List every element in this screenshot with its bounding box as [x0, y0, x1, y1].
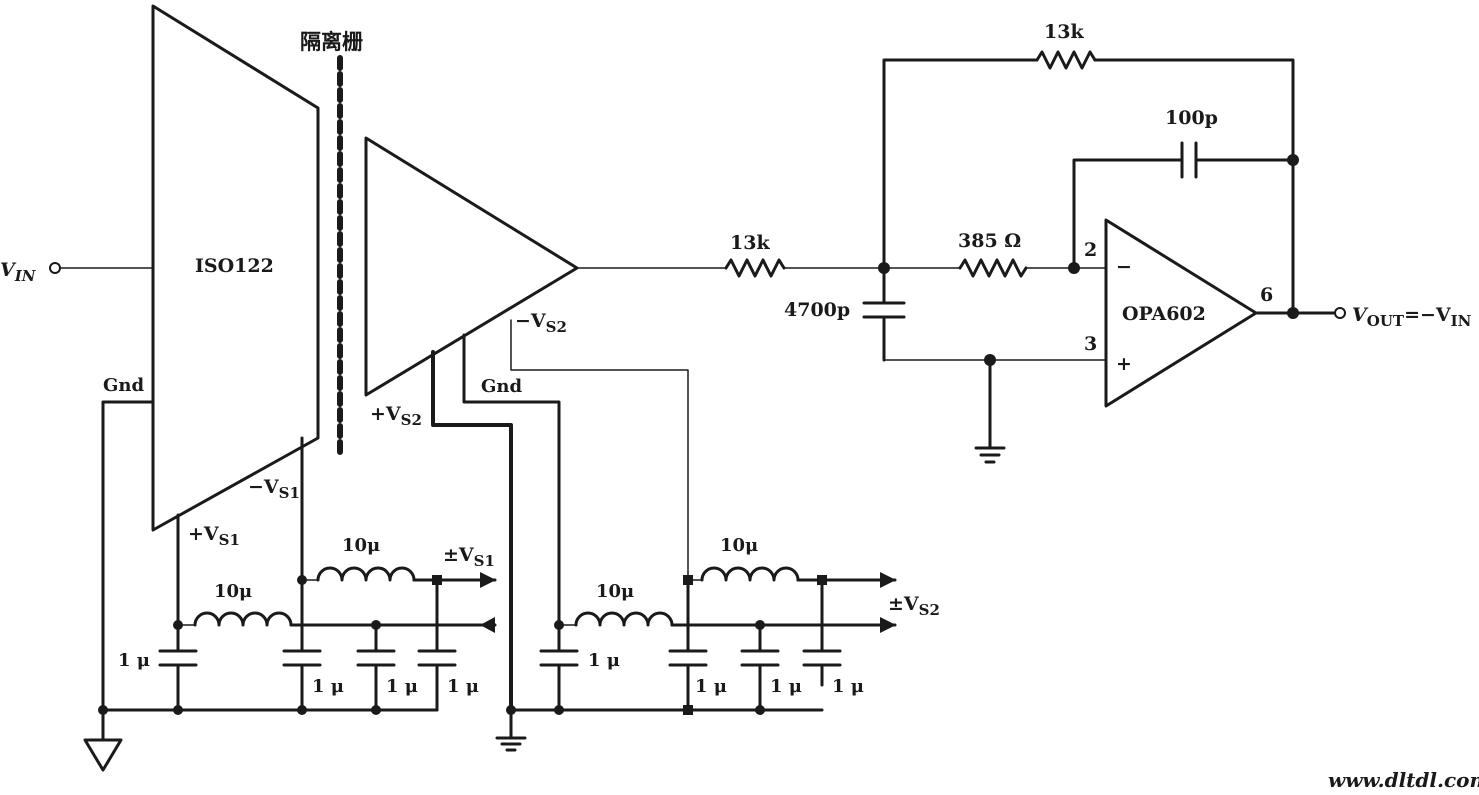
c2-capacitor — [282, 578, 322, 712]
c-4700p-label: 4700p — [784, 299, 850, 321]
opa602-label: OPA602 — [1122, 303, 1206, 325]
junction-dots-2 — [506, 575, 827, 715]
arrow-vs2-low-icon — [880, 617, 896, 633]
iso122-label: ISO122 — [195, 255, 274, 277]
inductor-1 — [193, 611, 293, 627]
c7-label: 1 μ — [770, 676, 802, 697]
pin6-label: 6 — [1260, 284, 1273, 306]
c5-capacitor — [539, 623, 579, 712]
arrow-vs1-high-icon — [480, 572, 496, 588]
c-100p-label: 100p — [1165, 107, 1218, 129]
vs2-minus-label: −VS2 — [515, 310, 567, 336]
gnd1-label: Gnd — [103, 375, 144, 396]
l2-label: 10μ — [342, 535, 380, 556]
c1-capacitor — [158, 623, 198, 712]
c5-label: 1 μ — [588, 650, 620, 671]
c8-label: 1 μ — [832, 676, 864, 697]
vout-terminal — [1334, 307, 1346, 319]
r-feedback-label: 13k — [1044, 21, 1084, 43]
vs2-plus-wire — [431, 350, 513, 712]
c4-capacitor — [417, 578, 457, 712]
feedback-right-wire — [1093, 58, 1295, 315]
r-input-label: 13k — [730, 232, 770, 254]
c8-capacitor — [802, 578, 842, 687]
pm-vs1-label: ±VS1 — [443, 544, 495, 570]
gnd2-wire — [462, 333, 561, 627]
vs1-plus-label: +VS1 — [188, 523, 240, 549]
c3-capacitor — [356, 623, 396, 712]
c-4700p-capacitor — [862, 266, 906, 362]
feedback-left-wire — [882, 58, 1039, 270]
inductor-3 — [574, 611, 674, 627]
resistor-385 — [958, 258, 1028, 278]
vout-label: VOUT=−VIN — [1352, 304, 1472, 330]
inductor-4 — [700, 566, 800, 582]
vin-terminal — [49, 262, 61, 274]
pin2-label: 2 — [1084, 239, 1097, 261]
cap-100p-left-wire — [1072, 158, 1184, 270]
c4-label: 1 μ — [447, 676, 479, 697]
buffer-amplifier — [364, 136, 579, 397]
inductor-2 — [316, 566, 416, 582]
opa-plus-sign: + — [1116, 353, 1132, 375]
vs2-minus-wire — [510, 319, 689, 581]
c7-capacitor — [740, 623, 780, 712]
pin3-label: 3 — [1084, 333, 1097, 355]
watermark: www.dltdl.com — [1328, 768, 1479, 792]
gnd1-wire — [101, 400, 155, 712]
resistor-13k-input — [724, 258, 786, 278]
resistor-13k-feedback — [1035, 50, 1097, 70]
ground2-icon — [495, 736, 527, 752]
vs2-plus-label: +VS2 — [370, 403, 422, 429]
r-385-label: 385 Ω — [958, 230, 1021, 252]
opa602-block — [1104, 218, 1258, 408]
c1-label: 1 μ — [118, 650, 150, 671]
gnd2-label: Gnd — [481, 376, 522, 397]
ground3-icon — [974, 446, 1006, 464]
c2-label: 1 μ — [312, 676, 344, 697]
junction-dots-1 — [98, 575, 442, 715]
junction-dots-3 — [878, 154, 1299, 366]
iso122-block — [151, 4, 320, 532]
pm-vs2-label: ±VS2 — [888, 593, 940, 619]
c6-capacitor — [668, 578, 708, 712]
l3-label: 10μ — [596, 581, 634, 602]
c6-label: 1 μ — [695, 676, 727, 697]
arrow-vs2-high-icon — [880, 572, 896, 588]
barrier-label: 隔离栅 — [300, 30, 363, 54]
vs1-minus-label: −VS1 — [248, 476, 300, 502]
arrow-vs1-low-icon — [480, 617, 495, 633]
c3-label: 1 μ — [386, 676, 418, 697]
opa-minus-sign: − — [1116, 256, 1132, 278]
l1-label: 10μ — [214, 581, 252, 602]
ground1-icon — [83, 738, 123, 772]
l4-label: 10μ — [720, 535, 758, 556]
vin-label: VIN — [0, 259, 37, 285]
